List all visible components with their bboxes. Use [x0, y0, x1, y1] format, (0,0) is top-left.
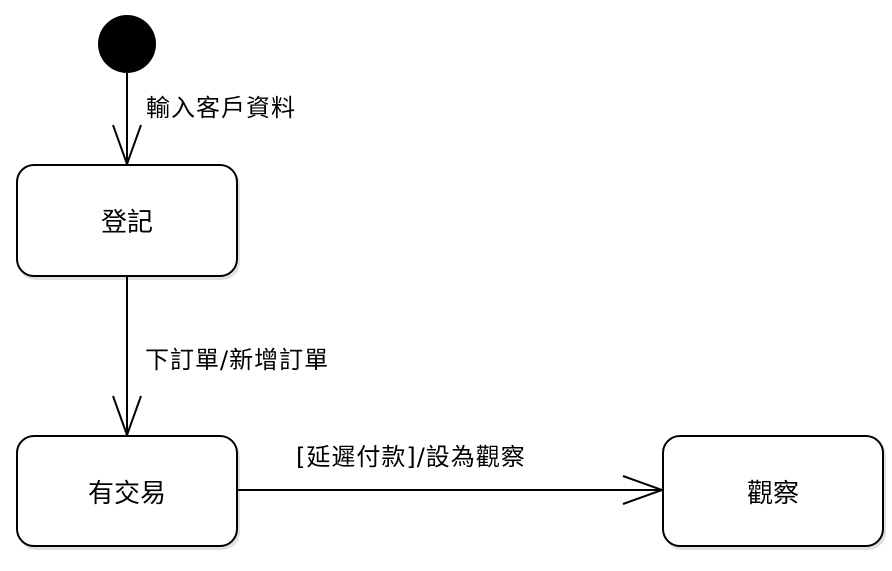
edge-initial-to-register — [112, 73, 142, 167]
transition-label-late-payment: [延遲付款]/設為觀察 — [296, 443, 526, 471]
state-has-transaction-label: 有交易 — [87, 478, 166, 509]
edge-register-to-has-transaction — [112, 277, 142, 438]
transition-label-enter-customer-data: 輸入客戶資料 — [146, 94, 296, 122]
state-has-transaction: 有交易 — [16, 435, 238, 547]
transition-label-place-order: 下訂單/新增訂單 — [145, 346, 330, 374]
state-observe-label: 觀察 — [746, 478, 799, 509]
edge-has-transaction-to-observe — [238, 475, 665, 505]
initial-node — [98, 15, 156, 73]
state-register: 登記 — [16, 164, 238, 277]
state-register-label: 登記 — [100, 208, 153, 238]
state-observe: 觀察 — [662, 435, 884, 547]
